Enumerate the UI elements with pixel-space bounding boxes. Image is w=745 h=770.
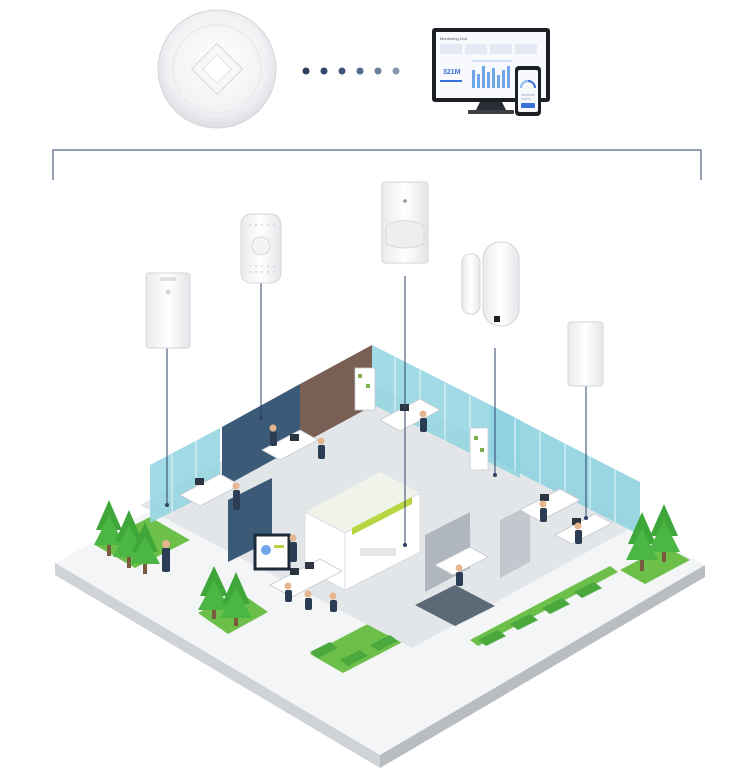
monitor-metric: 321M (443, 69, 461, 76)
pir-motion-sensor (381, 181, 429, 264)
door-contact-sensor (145, 272, 191, 349)
network-bracket (52, 149, 702, 180)
connection-dot (302, 67, 310, 75)
diamond-logo-icon (190, 42, 244, 96)
round-air-quality-sensor (240, 213, 282, 284)
tree (648, 504, 680, 562)
sensor-leader-lines (166, 276, 587, 545)
dashboard-devices: Monitoring Unit 321M (432, 28, 550, 116)
gauge-icon (520, 80, 536, 89)
monitor-title: Monitoring Unit (440, 36, 468, 41)
tree (94, 500, 124, 556)
connection-dot (392, 67, 400, 75)
trees (94, 500, 680, 626)
connection-dots (302, 67, 400, 75)
tree (198, 566, 230, 619)
tree (130, 522, 160, 574)
window-door-magnet-sensor (461, 241, 520, 327)
tree (220, 572, 252, 626)
wall-panel-sensor (567, 321, 604, 387)
smartphone (515, 66, 541, 116)
connection-dot (374, 67, 382, 75)
people (162, 410, 582, 612)
connection-dot (338, 67, 346, 75)
sensor-leader-dots (165, 416, 588, 547)
gateway-device (157, 9, 277, 129)
connection-dot (320, 67, 328, 75)
connection-dot (356, 67, 364, 75)
